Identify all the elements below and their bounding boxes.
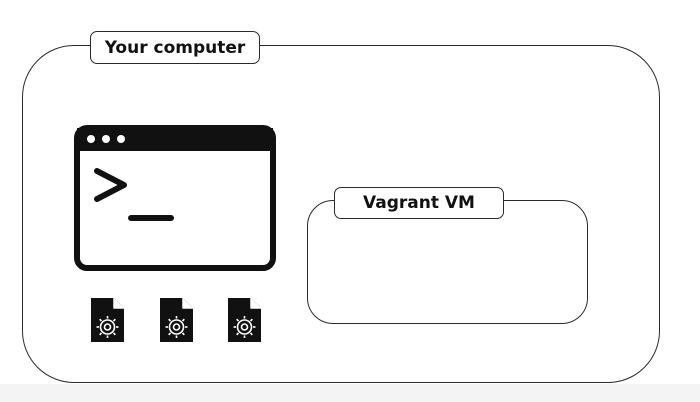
terminal-dot-icon bbox=[117, 135, 125, 143]
settings-file-icon bbox=[225, 296, 263, 348]
your-computer-container bbox=[22, 45, 660, 383]
terminal-title-bar bbox=[77, 128, 273, 151]
terminal-window-svg bbox=[74, 125, 276, 271]
settings-file-icon bbox=[157, 296, 195, 348]
terminal-dot-icon bbox=[102, 135, 110, 143]
terminal-window-icon bbox=[74, 125, 276, 275]
your-computer-label-text: Your computer bbox=[104, 37, 246, 58]
your-computer-label: Your computer bbox=[90, 31, 260, 64]
settings-file-icon bbox=[88, 296, 126, 348]
prompt-chevron-icon bbox=[94, 168, 127, 202]
bottom-band bbox=[0, 384, 700, 402]
vagrant-vm-label: Vagrant VM bbox=[334, 187, 504, 219]
terminal-dot-icon bbox=[87, 135, 95, 143]
vagrant-vm-label-text: Vagrant VM bbox=[363, 193, 475, 213]
